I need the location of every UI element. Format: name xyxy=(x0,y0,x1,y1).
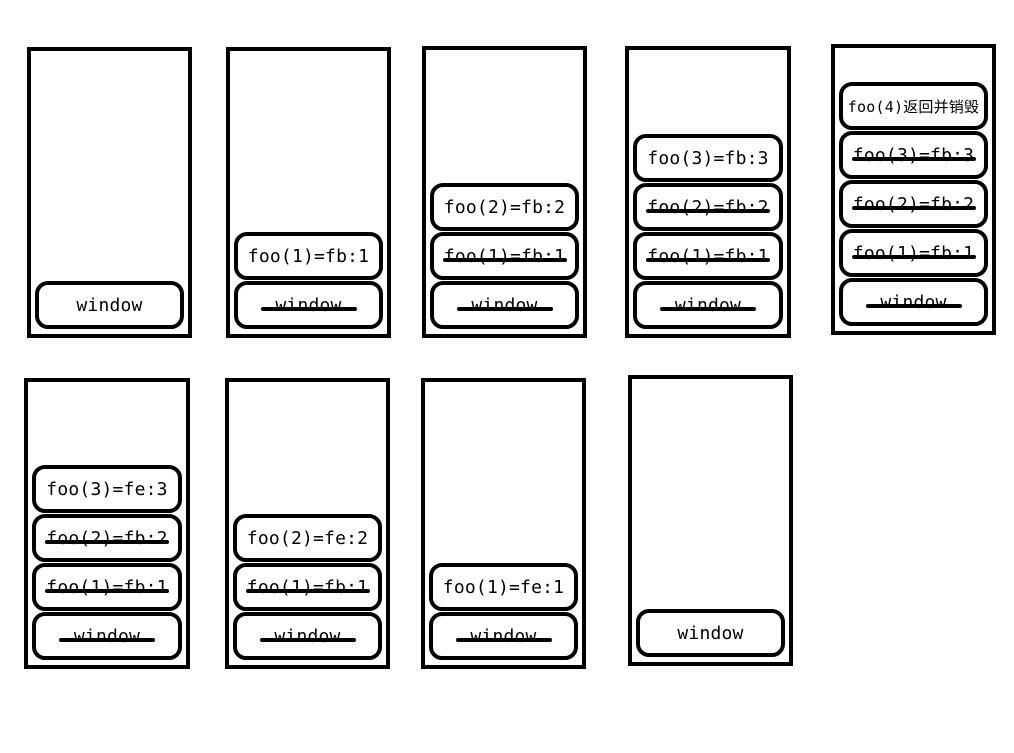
stack-frame: foo(1)=fb:1 xyxy=(234,232,383,280)
strikethrough-line xyxy=(455,638,552,642)
strikethrough-line xyxy=(59,638,155,642)
stack-frame-window: window xyxy=(636,609,785,657)
frame-label: foo(2)=fb:2 xyxy=(443,196,566,218)
frame-label: foo(3)=fe:3 xyxy=(46,478,168,500)
frame-label: window xyxy=(674,294,742,316)
strikethrough-line xyxy=(851,206,976,210)
frame-label: window xyxy=(880,291,947,313)
stack-frame: foo(4)返回并销毁 xyxy=(839,82,988,130)
strikethrough-line xyxy=(260,307,357,311)
frame-label: foo(3)=fb:3 xyxy=(852,144,975,166)
stack-frame-window: window xyxy=(430,281,579,329)
stack-frame: foo(1)=fe:1 xyxy=(429,563,578,611)
strikethrough-line xyxy=(851,255,976,259)
frame-label: foo(1)=fb:1 xyxy=(246,576,369,598)
call-stack: window foo(1)=fb:1 foo(2)=fb:2 foo(3)=fb:3 xyxy=(625,46,791,338)
stack-frame: foo(3)=fb:3 xyxy=(839,131,988,179)
call-stack: window foo(1)=fb:1 xyxy=(226,47,391,338)
stack-frame: foo(2)=fb:2 xyxy=(430,183,579,231)
call-stack: window foo(1)=fb:1 foo(2)=fe:2 xyxy=(225,378,390,669)
strikethrough-line xyxy=(660,307,756,311)
strikethrough-line xyxy=(442,258,567,262)
call-stack: window foo(1)=fb:1 foo(2)=fb:2 foo(3)=fb:3 f… xyxy=(831,44,996,335)
call-stack: window foo(1)=fb:1 foo(2)=fb:2 foo(3)=fe:3 xyxy=(24,378,190,669)
strikethrough-line xyxy=(245,589,370,593)
stack-frame-window: window xyxy=(839,278,988,326)
frame-label: window xyxy=(471,294,538,316)
frame-label: foo(1)=fb:1 xyxy=(46,576,168,598)
stack-frame: foo(2)=fb:2 xyxy=(32,514,182,562)
frame-label: window xyxy=(470,625,537,647)
stack-frame-window: window xyxy=(32,612,182,660)
stack-frame-window: window xyxy=(234,281,383,329)
stack-frame: foo(3)=fb:3 xyxy=(633,134,783,182)
frame-label: foo(2)=fe:2 xyxy=(246,527,369,549)
strikethrough-line xyxy=(45,589,169,593)
stack-frame: foo(1)=fb:1 xyxy=(839,229,988,277)
frame-label: foo(2)=fb:2 xyxy=(852,193,975,215)
stack-frame-window: window xyxy=(429,612,578,660)
frame-label: foo(4)返回并销毁 xyxy=(847,97,980,116)
frame-label: window xyxy=(274,625,341,647)
frame-label: foo(1)=fb:1 xyxy=(647,245,769,267)
frame-label: window xyxy=(73,625,141,647)
stack-frame: foo(2)=fe:2 xyxy=(233,514,382,562)
frame-label: foo(2)=fb:2 xyxy=(46,527,168,549)
strikethrough-line xyxy=(45,540,169,544)
stack-frame-window: window xyxy=(35,281,184,329)
frame-label: foo(2)=fb:2 xyxy=(647,196,769,218)
stack-frame-window: window xyxy=(633,281,783,329)
strikethrough-line xyxy=(646,209,770,213)
stack-frame: foo(1)=fb:1 xyxy=(430,232,579,280)
frame-label: foo(1)=fb:1 xyxy=(247,245,370,267)
stack-frame: foo(2)=fb:2 xyxy=(633,183,783,231)
strikethrough-line xyxy=(646,258,770,262)
strikethrough-line xyxy=(259,638,356,642)
frame-label: window xyxy=(275,294,342,316)
strikethrough-line xyxy=(865,304,962,308)
call-stack: window foo(1)=fe:1 xyxy=(421,378,586,669)
stack-frame: foo(1)=fb:1 xyxy=(32,563,182,611)
frame-label: window xyxy=(677,622,744,644)
frame-label: foo(3)=fb:3 xyxy=(647,147,769,169)
frame-label: foo(1)=fe:1 xyxy=(442,576,565,598)
strikethrough-line xyxy=(851,157,976,161)
stack-frame: foo(2)=fb:2 xyxy=(839,180,988,228)
strikethrough-line xyxy=(456,307,553,311)
frame-label: foo(1)=fb:1 xyxy=(443,245,566,267)
stack-frame: foo(1)=fb:1 xyxy=(633,232,783,280)
stack-frame: foo(1)=fb:1 xyxy=(233,563,382,611)
stack-frame: foo(3)=fe:3 xyxy=(32,465,182,513)
call-stack: window xyxy=(27,47,192,338)
call-stack: window foo(1)=fb:1 foo(2)=fb:2 xyxy=(422,46,587,338)
call-stack: window xyxy=(628,375,793,666)
frame-label: foo(1)=fb:1 xyxy=(852,242,975,264)
frame-label: window xyxy=(76,294,143,316)
stack-frame-window: window xyxy=(233,612,382,660)
